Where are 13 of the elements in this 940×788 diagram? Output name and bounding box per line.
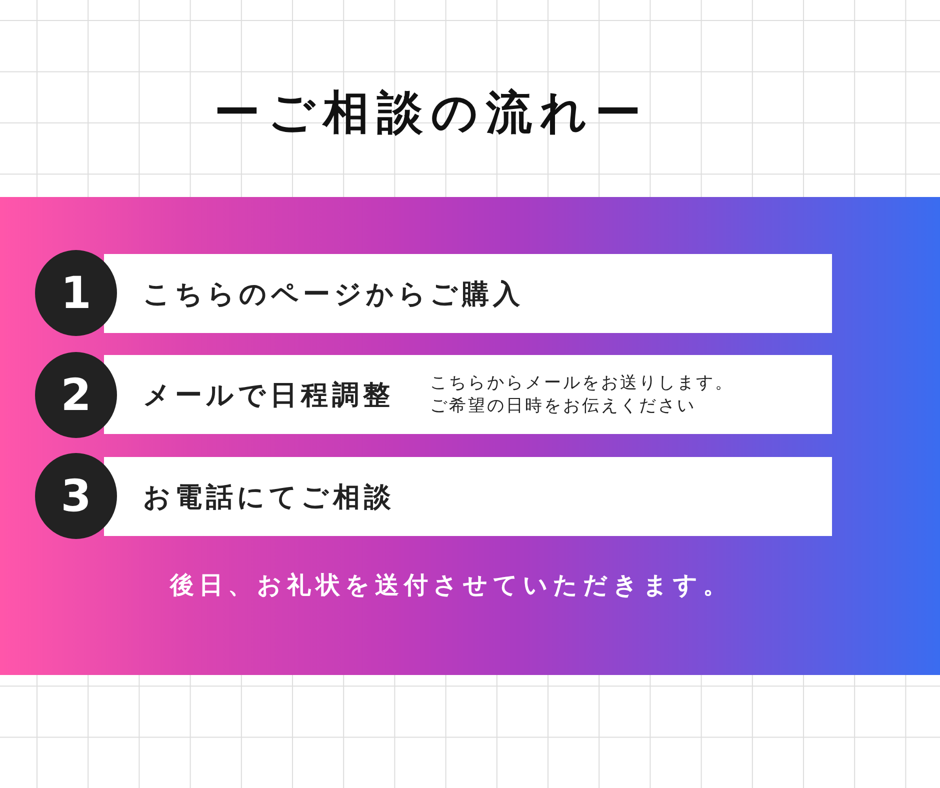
number-circle: 2: [35, 352, 117, 438]
banner-band: [0, 197, 940, 675]
step-box: [104, 355, 832, 434]
step-title: こちらのページからご購入: [143, 278, 524, 312]
closing-note: 後日、お礼状を送付させていただきます。: [170, 570, 732, 601]
step-title: お電話にてご相談: [143, 480, 395, 514]
step-title: メールで日程調整: [143, 378, 394, 412]
number-circle: 1: [35, 250, 117, 336]
step-box: [104, 457, 832, 536]
number-circle: 3: [35, 453, 117, 539]
step-box: [104, 254, 832, 333]
heading: ーご相談の流れー: [214, 84, 649, 141]
step-note: こちらからメールをお送りします。ご希望の日時をお伝えください: [430, 372, 735, 418]
